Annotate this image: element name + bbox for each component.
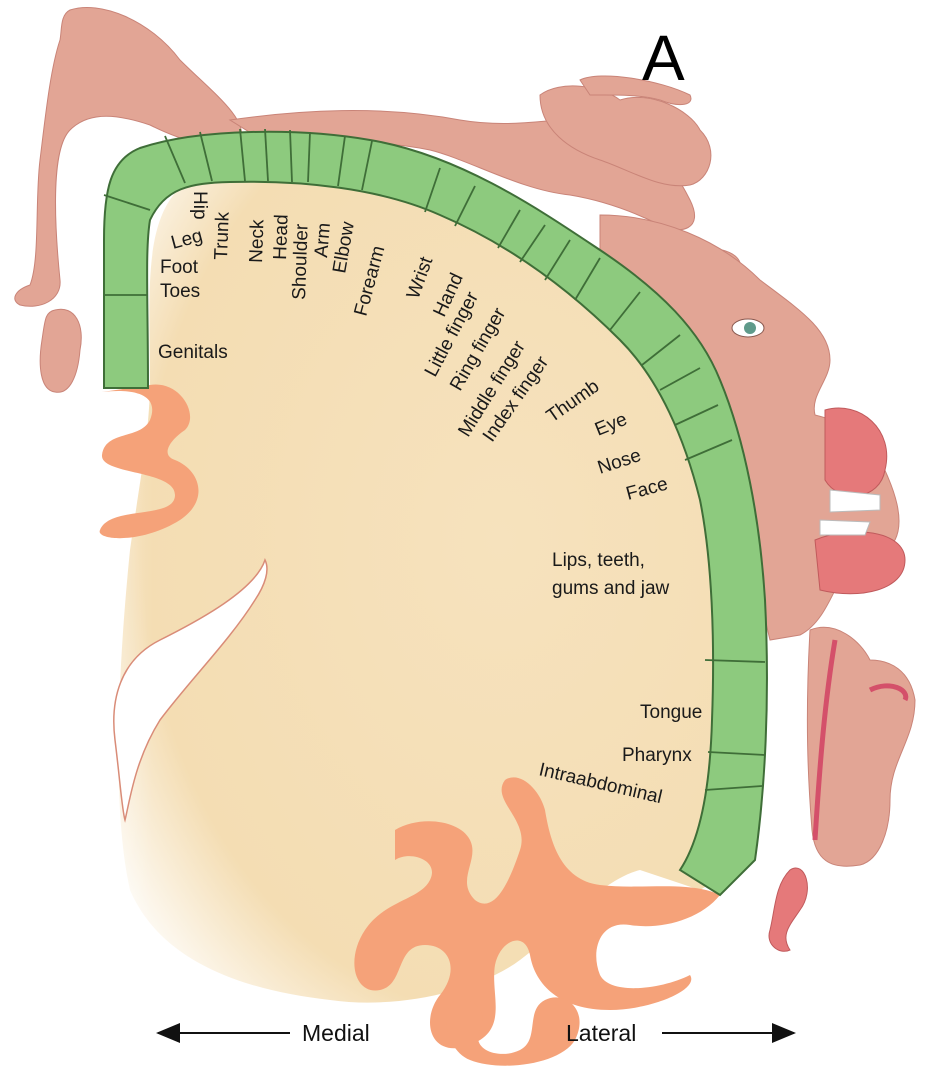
label-arm: Arm	[311, 222, 335, 259]
label-head: Head	[270, 214, 293, 260]
homunculus-iris	[744, 322, 756, 334]
label-lips-line1: Lips, teeth,	[552, 550, 645, 571]
label-genitals: Genitals	[158, 342, 228, 363]
label-toes: Toes	[160, 281, 200, 302]
homunculus-genitals	[40, 309, 81, 392]
label-neck: Neck	[246, 219, 269, 263]
label-trunk: Trunk	[211, 211, 234, 260]
label-lips-line2: gums and jaw	[552, 578, 670, 599]
label-pharynx: Pharynx	[622, 745, 692, 766]
label-foot: Foot	[160, 257, 199, 278]
label-shoulder: Shoulder	[289, 223, 313, 300]
label-hip: Hip	[189, 191, 210, 220]
medial-label: Medial	[302, 1020, 370, 1046]
panel-label: A	[642, 22, 685, 94]
homunculus-esophagus	[769, 868, 807, 951]
lateral-label: Lateral	[566, 1020, 636, 1046]
label-tongue: Tongue	[640, 702, 702, 723]
